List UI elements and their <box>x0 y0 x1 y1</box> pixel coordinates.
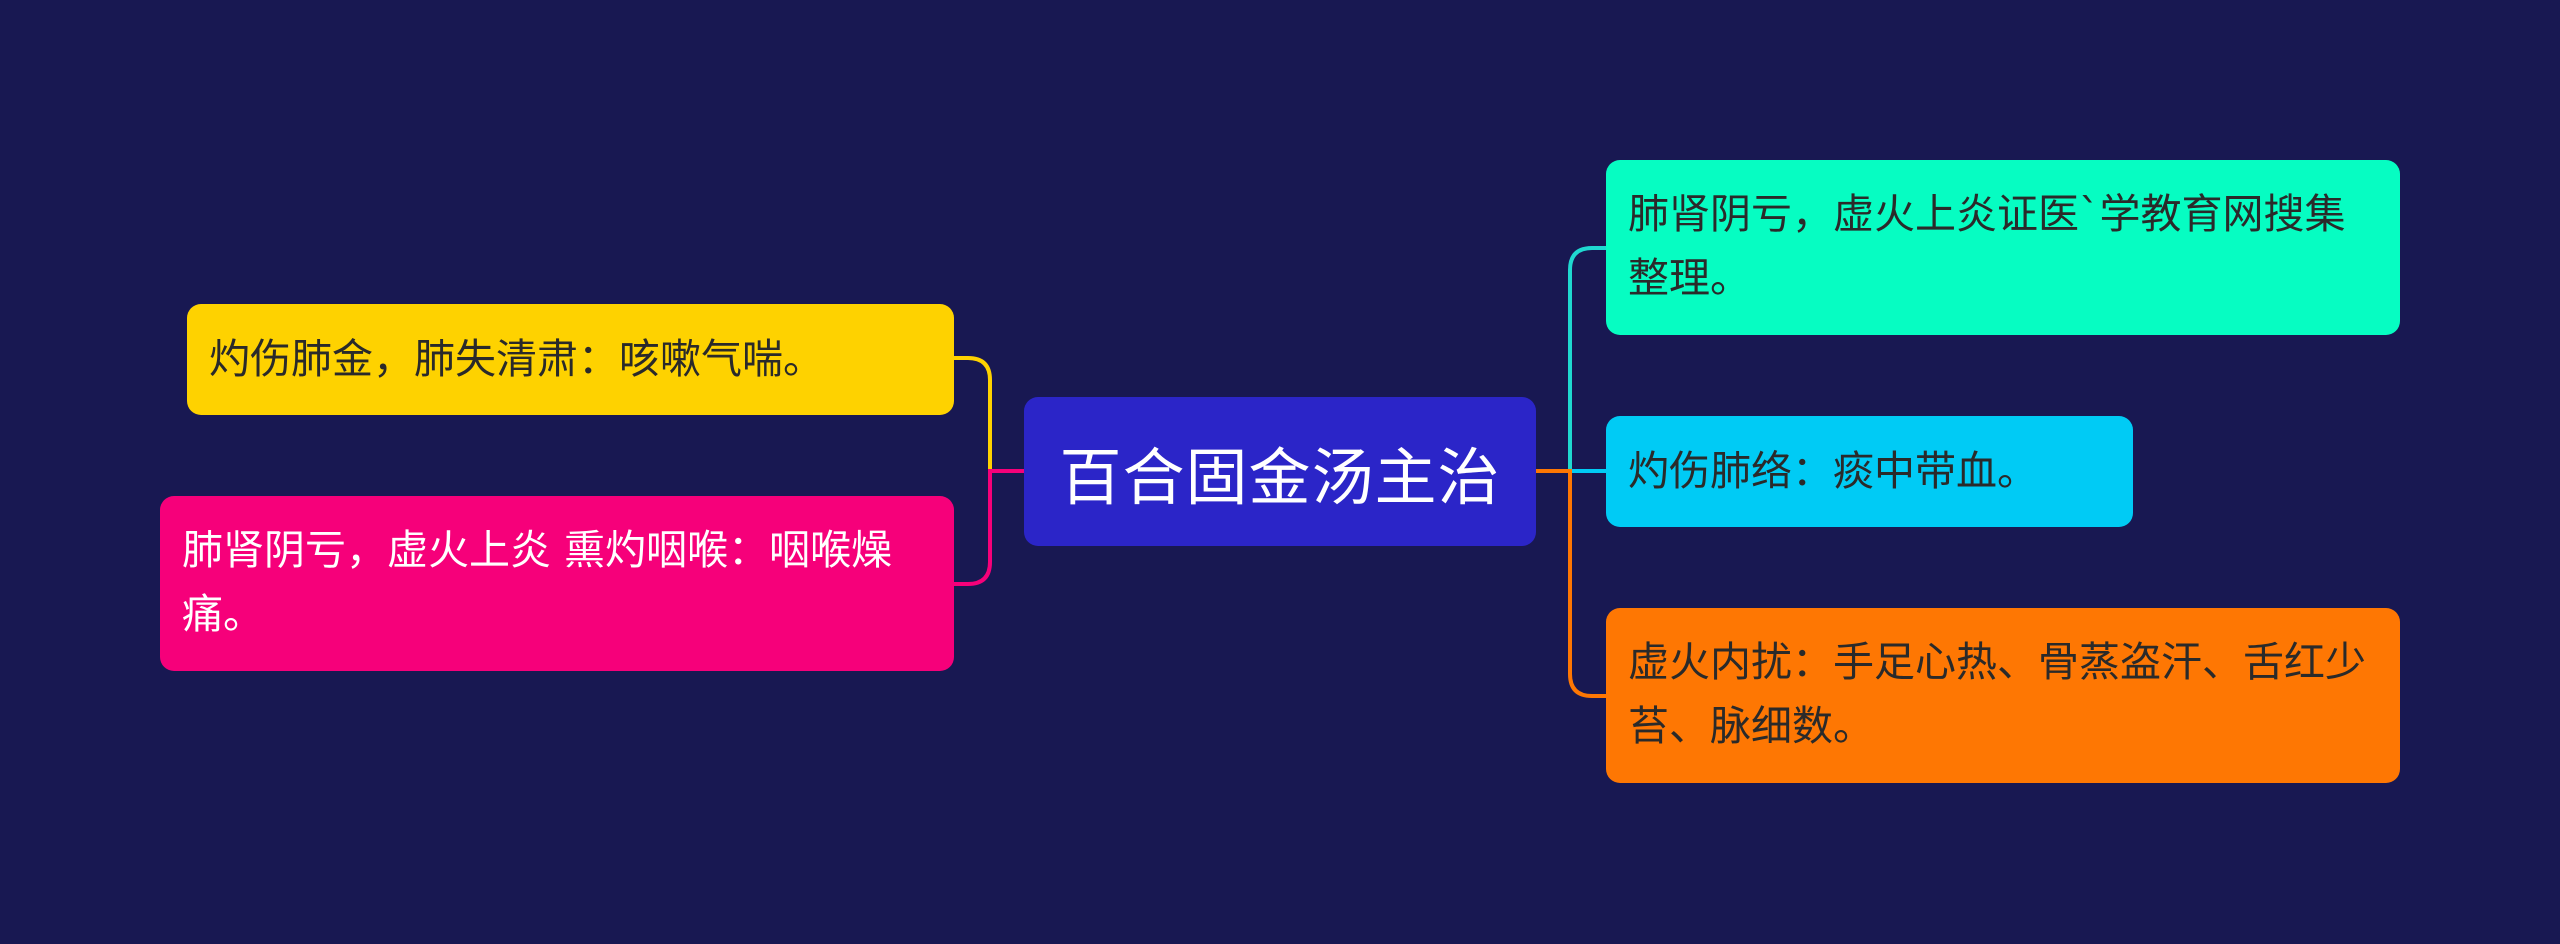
branch-node-right-2[interactable]: 灼伤肺络：痰中带血。 <box>1606 416 2133 527</box>
branch-node-right-3[interactable]: 虚火内扰：手足心热、骨蒸盗汗、舌红少苔、脉细数。 <box>1606 608 2400 783</box>
branch-node-right-1[interactable]: 肺肾阴亏，虚火上炎证医`学教育网搜集整理。 <box>1606 160 2400 335</box>
branch-label: 虚火内扰：手足心热、骨蒸盗汗、舌红少苔、脉细数。 <box>1628 638 2366 750</box>
connector-right-3 <box>1536 469 1606 698</box>
branch-node-left-1[interactable]: 灼伤肺金，肺失清肃：咳嗽气喘。 <box>187 304 954 415</box>
root-node[interactable]: 百合固金汤主治 <box>1024 397 1536 546</box>
branch-label: 灼伤肺络：痰中带血。 <box>1628 447 2038 495</box>
connector-left-2 <box>954 469 1024 586</box>
branch-label: 肺肾阴亏，虚火上炎证医`学教育网搜集整理。 <box>1628 190 2346 302</box>
branch-label: 肺肾阴亏，虚火上炎 熏灼咽喉：咽喉燥痛。 <box>182 526 893 638</box>
connector-left-1 <box>954 356 1024 473</box>
connector-right-1 <box>1536 246 1606 473</box>
root-label: 百合固金汤主治 <box>1059 440 1501 514</box>
branch-label: 灼伤肺金，肺失清肃：咳嗽气喘。 <box>209 335 824 383</box>
branch-node-left-2[interactable]: 肺肾阴亏，虚火上炎 熏灼咽喉：咽喉燥痛。 <box>160 496 954 671</box>
